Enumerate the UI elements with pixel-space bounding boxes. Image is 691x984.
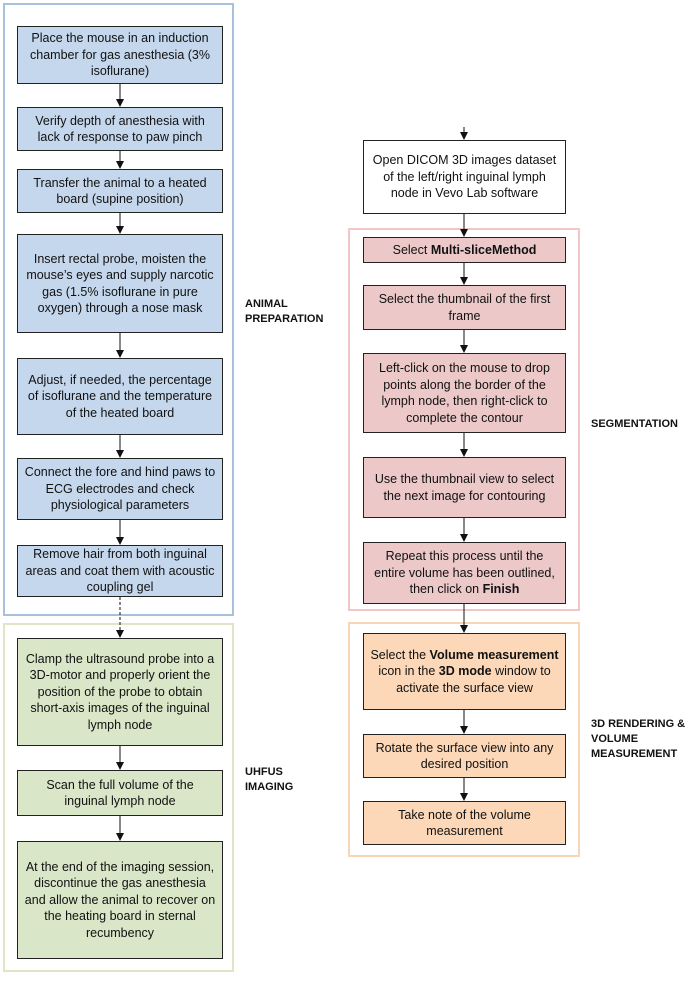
animal-preparation-group: [3, 3, 234, 616]
uhfus-imaging-group: [3, 623, 234, 972]
seg-step-2: Select the thumbnail of the first frame: [363, 285, 566, 330]
render-step-1: Select the Volume measurement icon in th…: [363, 633, 566, 710]
uh-step-1: Clamp the ultrasound probe into a 3D-mot…: [17, 638, 223, 746]
ap-step-1: Place the mouse in an induction chamber …: [17, 26, 223, 84]
ap-step-2: Verify depth of anesthesia with lack of …: [17, 107, 223, 151]
seg-step-3: Left-click on the mouse to drop points a…: [363, 353, 566, 433]
ap-step-3: Transfer the animal to a heated board (s…: [17, 169, 223, 213]
seg-step-5: Repeat this process until the entire vol…: [363, 542, 566, 604]
ap-step-4: Insert rectal probe, moisten the mouse’s…: [17, 234, 223, 333]
ap-step-6: Connect the fore and hind paws to ECG el…: [17, 458, 223, 520]
ap-step-7: Remove hair from both inguinal areas and…: [17, 545, 223, 597]
ap-step-5: Adjust, if needed, the percentage of iso…: [17, 358, 223, 435]
seg-step-4: Use the thumbnail view to select the nex…: [363, 457, 566, 518]
seg-step-1: Select Multi-sliceMethod: [363, 237, 566, 263]
animal-preparation-label: ANIMAL PREPARATION: [245, 298, 324, 325]
uhfus-imaging-label: UHFUS IMAGING: [245, 766, 294, 793]
render-step-3: Take note of the volume measurement: [363, 801, 566, 845]
rendering-label: 3D RENDERING & VOLUME MEASUREMENT: [591, 718, 686, 760]
segmentation-label: SEGMENTATION: [591, 418, 678, 430]
uh-step-3: At the end of the imaging session, disco…: [17, 841, 223, 959]
render-step-2: Rotate the surface view into any desired…: [363, 734, 566, 778]
uh-step-2: Scan the full volume of the inguinal lym…: [17, 770, 223, 816]
open-dicom-step: Open DICOM 3D images dataset of the left…: [363, 140, 566, 214]
